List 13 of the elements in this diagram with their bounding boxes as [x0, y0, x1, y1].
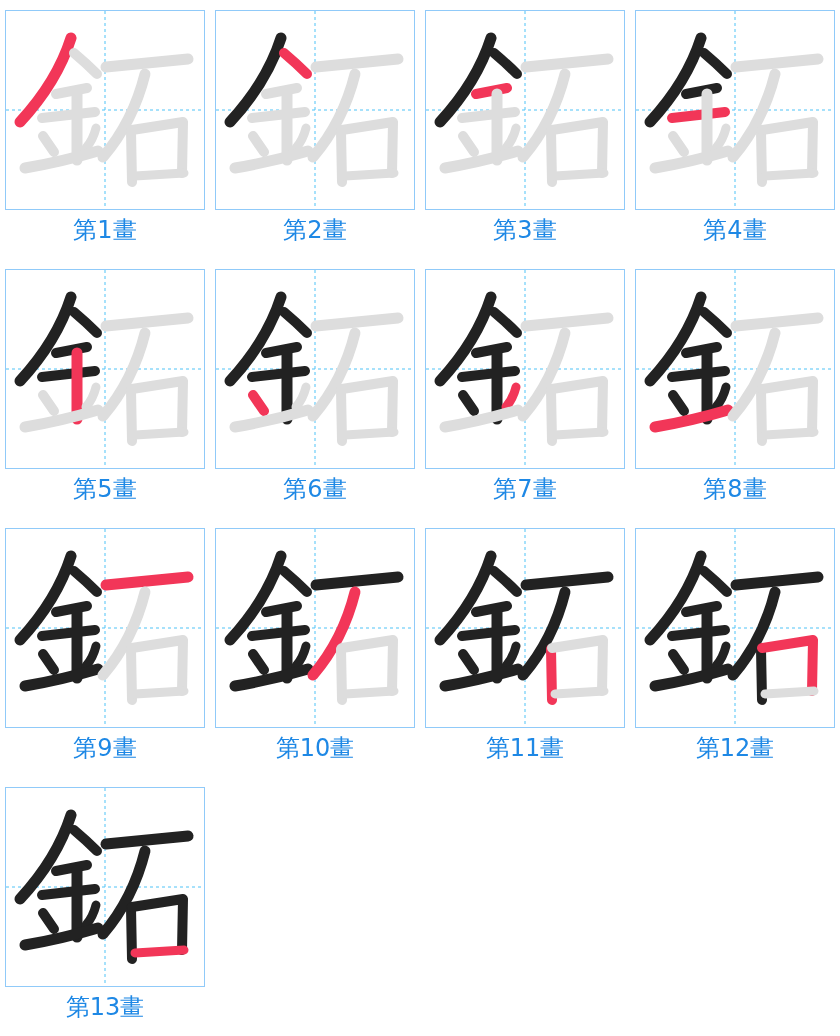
step-caption: 第2畫: [283, 215, 347, 246]
step-caption: 第6畫: [283, 474, 347, 505]
step-caption: 第11畫: [485, 733, 565, 764]
step-caption: 第12畫: [695, 733, 775, 764]
step-caption: 第4畫: [703, 215, 767, 246]
step-caption: 第9畫: [73, 733, 137, 764]
step-caption: 第7畫: [493, 474, 557, 505]
step-caption: 第10畫: [275, 733, 355, 764]
step-caption: 第1畫: [73, 215, 137, 246]
step-caption: 第13畫: [65, 992, 145, 1023]
step-caption: 第5畫: [73, 474, 137, 505]
step-caption: 第3畫: [493, 215, 557, 246]
step-caption: 第8畫: [703, 474, 767, 505]
